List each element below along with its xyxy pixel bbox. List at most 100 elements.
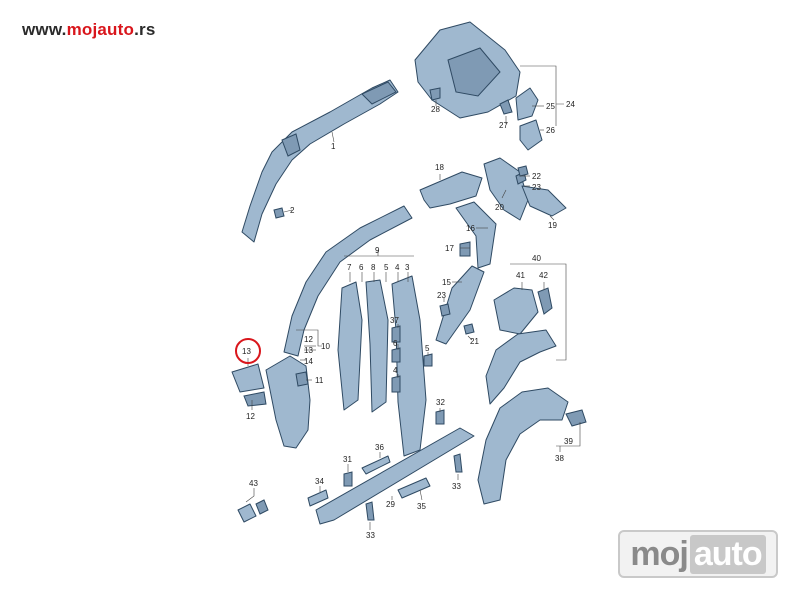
callout-8[interactable]: 8 xyxy=(371,263,376,272)
part-39 xyxy=(565,409,587,427)
part-11 xyxy=(295,371,309,387)
part-2-clip xyxy=(273,207,285,219)
part-21 xyxy=(463,323,475,335)
callout-3[interactable]: 3 xyxy=(405,263,410,272)
callout-1[interactable]: 1 xyxy=(331,142,336,151)
callout-11[interactable]: 11 xyxy=(315,376,324,385)
callout-12b[interactable]: 12 xyxy=(246,412,255,421)
callout-39[interactable]: 39 xyxy=(564,437,573,446)
callout-41[interactable]: 41 xyxy=(516,271,525,280)
callout-26[interactable]: 26 xyxy=(546,126,555,135)
part-23-top xyxy=(517,165,529,177)
leader-lines xyxy=(245,65,581,530)
callout-19[interactable]: 19 xyxy=(548,221,557,230)
callout-21[interactable]: 21 xyxy=(470,337,479,346)
callout-labels: 1 2 24 25 26 27 28 18 20 22 23 19 16 17 … xyxy=(242,100,575,540)
part-41 xyxy=(493,287,539,335)
part-32 xyxy=(435,409,445,425)
callout-40[interactable]: 40 xyxy=(532,254,541,263)
callout-5a[interactable]: 5 xyxy=(384,263,389,272)
part-16 xyxy=(455,201,497,269)
logo-moj: moj xyxy=(630,534,688,573)
part-28 xyxy=(429,87,441,101)
part-38-wheel-arch xyxy=(477,387,569,505)
callout-22[interactable]: 22 xyxy=(532,172,541,181)
logo-auto: auto xyxy=(689,534,766,574)
part-34 xyxy=(307,489,329,507)
part-27 xyxy=(499,99,513,115)
callout-9[interactable]: 9 xyxy=(375,246,380,255)
callout-33a[interactable]: 33 xyxy=(366,531,375,540)
callout-37[interactable]: 37 xyxy=(390,316,399,325)
highlight-circle xyxy=(235,338,261,364)
callout-43[interactable]: 43 xyxy=(249,479,258,488)
part-35 xyxy=(397,477,431,499)
site-url[interactable]: www.mojauto.rs xyxy=(22,20,155,40)
part-14 xyxy=(265,355,311,449)
callout-12[interactable]: 12 xyxy=(304,335,313,344)
callout-35[interactable]: 35 xyxy=(417,502,426,511)
part-6 xyxy=(391,347,401,363)
callout-6a[interactable]: 6 xyxy=(359,263,364,272)
callout-20[interactable]: 20 xyxy=(495,203,504,212)
callout-23-top[interactable]: 23 xyxy=(532,183,541,192)
callout-24[interactable]: 24 xyxy=(566,100,575,109)
part-24-rear-quarter-upper xyxy=(414,21,521,119)
part-31 xyxy=(343,471,353,487)
callout-7[interactable]: 7 xyxy=(347,263,352,272)
part-17 xyxy=(459,241,471,257)
callout-27[interactable]: 27 xyxy=(499,121,508,130)
callout-34[interactable]: 34 xyxy=(315,477,324,486)
callout-42[interactable]: 42 xyxy=(539,271,548,280)
part-18 xyxy=(419,171,483,209)
part-36 xyxy=(361,455,391,475)
part-42 xyxy=(537,287,553,315)
callout-31[interactable]: 31 xyxy=(343,455,352,464)
callout-29[interactable]: 29 xyxy=(386,500,395,509)
part-8 xyxy=(365,279,389,413)
part-1-roof-rail xyxy=(241,79,399,243)
callout-14[interactable]: 14 xyxy=(304,357,313,366)
part-26 xyxy=(519,119,543,151)
callout-38[interactable]: 38 xyxy=(555,454,564,463)
callout-4a[interactable]: 4 xyxy=(395,263,400,272)
callout-23[interactable]: 23 xyxy=(437,291,446,300)
callout-15[interactable]: 15 xyxy=(442,278,451,287)
callout-32[interactable]: 32 xyxy=(436,398,445,407)
part-12-lower xyxy=(243,391,267,407)
callout-25[interactable]: 25 xyxy=(546,102,555,111)
part-33-left xyxy=(365,501,375,521)
part-43-bolt xyxy=(237,499,269,523)
callout-2[interactable]: 2 xyxy=(290,206,295,215)
part-40-wheelhouse xyxy=(485,329,557,405)
callout-36[interactable]: 36 xyxy=(375,443,384,452)
part-5 xyxy=(423,353,433,367)
callout-17[interactable]: 17 xyxy=(445,244,454,253)
part-13-bracket xyxy=(231,363,265,393)
part-25 xyxy=(515,87,539,121)
url-prefix: www. xyxy=(22,20,67,39)
part-15 xyxy=(435,265,485,345)
part-23 xyxy=(439,303,451,317)
callout-10[interactable]: 10 xyxy=(321,342,330,351)
callout-4b[interactable]: 4 xyxy=(393,366,398,375)
part-29-sill xyxy=(315,427,475,525)
part-33-right xyxy=(453,453,463,473)
callout-18[interactable]: 18 xyxy=(435,163,444,172)
part-37 xyxy=(391,325,401,343)
callout-5b[interactable]: 5 xyxy=(425,344,430,353)
callout-13-highlighted[interactable]: 13 xyxy=(242,347,251,356)
part-7 xyxy=(337,281,363,411)
url-brand: mojauto xyxy=(66,20,135,39)
url-suffix: .rs xyxy=(134,20,156,39)
callout-6b[interactable]: 6 xyxy=(393,339,398,348)
part-20 xyxy=(483,157,529,221)
part-19 xyxy=(521,185,567,217)
callout-16[interactable]: 16 xyxy=(466,224,475,233)
part-4 xyxy=(391,375,401,393)
callout-33b[interactable]: 33 xyxy=(452,482,461,491)
callout-13b[interactable]: 13 xyxy=(304,346,313,355)
callout-28[interactable]: 28 xyxy=(431,105,440,114)
